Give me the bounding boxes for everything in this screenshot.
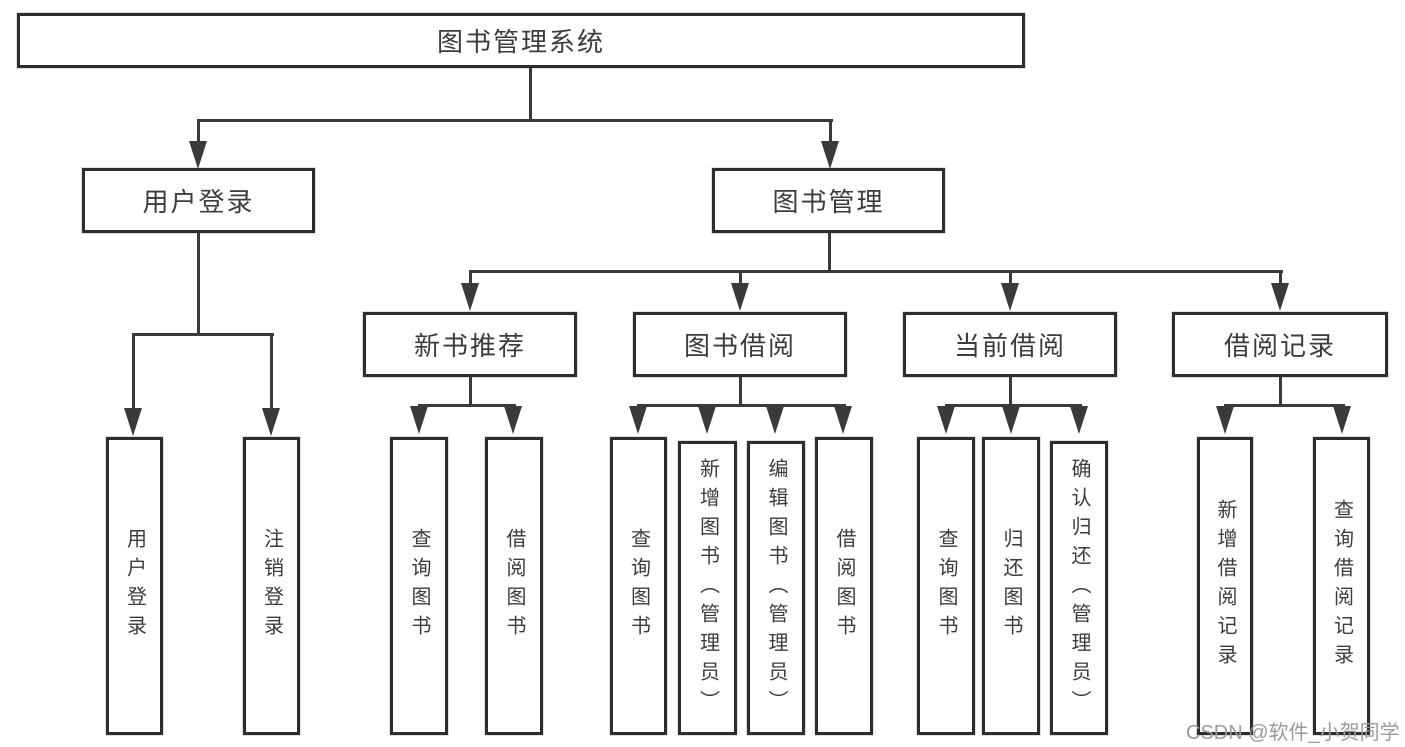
arrowhead-down-icon	[1216, 406, 1234, 434]
leaf-user-login: 用户登录	[106, 437, 163, 735]
arrowhead-down-icon	[821, 141, 839, 169]
connector-line	[418, 404, 516, 407]
arrowhead-down-icon	[629, 406, 647, 434]
arrowhead-down-icon	[766, 406, 784, 434]
arrowhead-down-icon	[731, 283, 749, 311]
arrowhead-down-icon	[410, 406, 428, 434]
node-current-borrow-label: 当前借阅	[953, 331, 1066, 361]
leaf-current-return-label: 归还图书	[1000, 528, 1022, 644]
leaf-record-query: 查询借阅记录	[1313, 437, 1370, 735]
arrowhead-down-icon	[1001, 283, 1019, 311]
arrowhead-down-icon	[1333, 406, 1351, 434]
arrowhead-down-icon	[189, 141, 207, 169]
node-new-book-recommend-label: 新书推荐	[413, 331, 526, 361]
connector-line	[529, 68, 532, 120]
leaf-bookborrow-borrow: 借阅图书	[815, 437, 873, 735]
leaf-newbook-query: 查询图书	[390, 437, 448, 735]
arrowhead-down-icon	[504, 406, 522, 434]
leaf-newbook-borrow: 借阅图书	[485, 437, 543, 735]
node-user-login: 用户登录	[82, 168, 315, 233]
leaf-newbook-query-label: 查询图书	[408, 528, 430, 644]
connector-line	[1009, 377, 1012, 406]
connector-line	[197, 233, 200, 335]
node-root-label: 图书管理系统	[436, 27, 605, 57]
node-current-borrow: 当前借阅	[903, 312, 1117, 377]
connector-line	[197, 119, 833, 122]
connector-line	[829, 119, 832, 145]
leaf-current-query-label: 查询图书	[935, 528, 957, 644]
connector-line	[1224, 404, 1345, 407]
node-book-management: 图书管理	[712, 168, 945, 233]
connector-line	[469, 377, 472, 406]
node-user-login-label: 用户登录	[142, 187, 255, 217]
node-book-management-label: 图书管理	[772, 187, 885, 217]
arrowhead-down-icon	[124, 408, 142, 436]
arrowhead-down-icon	[1070, 406, 1088, 434]
leaf-logout-label: 注销登录	[260, 528, 283, 644]
connector-line	[1009, 270, 1012, 287]
connector-line	[945, 404, 1082, 407]
connector-line	[270, 333, 273, 410]
leaf-record-query-label: 查询借阅记录	[1330, 499, 1353, 673]
leaf-record-add: 新增借阅记录	[1197, 437, 1253, 735]
leaf-bookborrow-borrow-label: 借阅图书	[833, 528, 855, 644]
arrowhead-down-icon	[461, 283, 479, 311]
watermark: CSDN @软件_小贺同学	[1186, 722, 1400, 744]
connector-line	[637, 404, 846, 407]
connector-line	[469, 270, 1283, 273]
leaf-bookborrow-edit-label: 编辑图书（管理员）	[765, 457, 787, 719]
leaf-record-add-label: 新增借阅记录	[1214, 499, 1236, 673]
connector-line	[1279, 377, 1282, 406]
leaf-current-query: 查询图书	[917, 437, 975, 735]
node-new-book-recommend: 新书推荐	[363, 312, 577, 377]
leaf-bookborrow-query-label: 查询图书	[627, 528, 650, 644]
leaf-bookborrow-add: 新增图书（管理员）	[678, 441, 737, 735]
connector-line	[469, 270, 472, 287]
leaf-logout: 注销登录	[243, 437, 300, 735]
arrowhead-down-icon	[262, 408, 280, 436]
arrowhead-down-icon	[1271, 283, 1289, 311]
leaf-current-confirm-label: 确认归还（管理员）	[1068, 457, 1090, 719]
connector-line	[739, 377, 742, 406]
arrowhead-down-icon	[937, 406, 955, 434]
leaf-bookborrow-edit: 编辑图书（管理员）	[747, 441, 805, 735]
connector-line	[197, 119, 200, 145]
node-book-borrow-label: 图书借阅	[683, 331, 796, 361]
arrowhead-down-icon	[1002, 406, 1020, 434]
node-borrow-record-label: 借阅记录	[1223, 331, 1336, 361]
node-root: 图书管理系统	[17, 13, 1025, 68]
leaf-user-login-label: 用户登录	[123, 528, 146, 644]
arrowhead-down-icon	[698, 406, 716, 434]
leaf-newbook-borrow-label: 借阅图书	[503, 528, 525, 644]
connector-line	[132, 333, 135, 410]
node-borrow-record: 借阅记录	[1172, 312, 1388, 377]
leaf-current-return: 归还图书	[982, 437, 1040, 735]
node-book-borrow: 图书借阅	[633, 312, 847, 377]
connector-line	[1279, 270, 1282, 287]
leaf-bookborrow-query: 查询图书	[610, 437, 667, 735]
connector-line	[828, 233, 831, 273]
connector-line	[739, 270, 742, 287]
leaf-bookborrow-add-label: 新增图书（管理员）	[696, 457, 719, 719]
connector-line	[132, 333, 274, 336]
leaf-current-confirm: 确认归还（管理员）	[1050, 441, 1108, 735]
arrowhead-down-icon	[834, 406, 852, 434]
